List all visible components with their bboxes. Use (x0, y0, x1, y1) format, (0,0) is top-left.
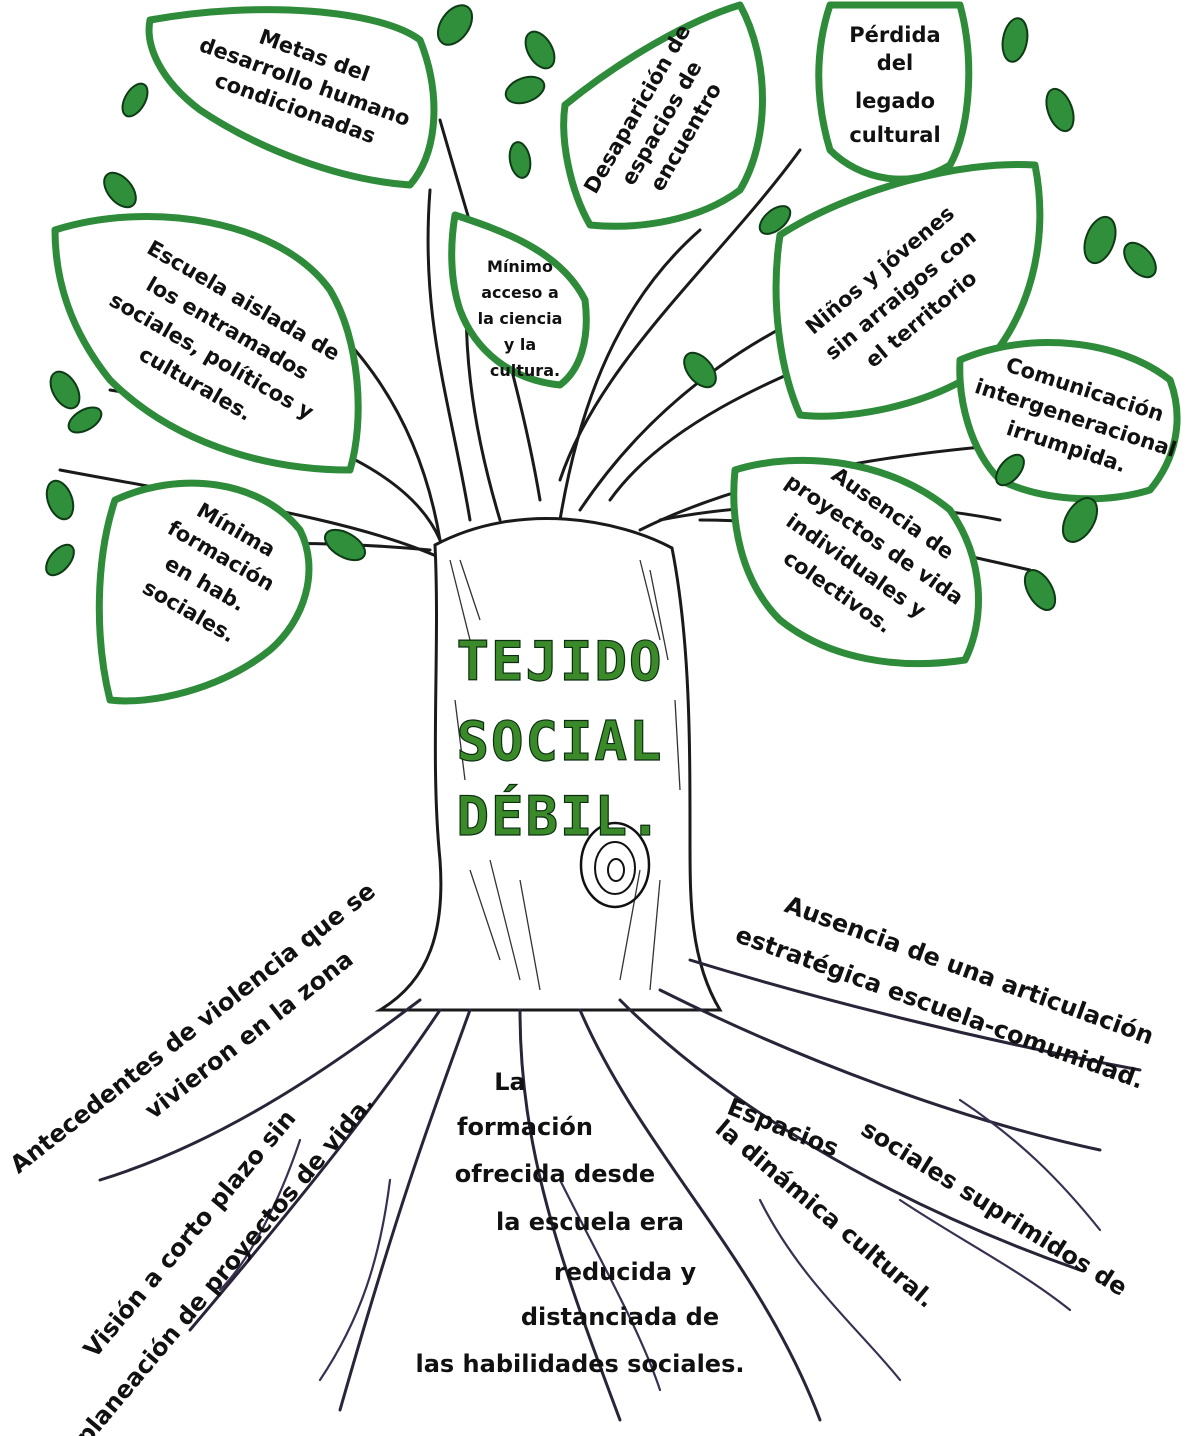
roots (98, 958, 1142, 1422)
leaf-perdida-line-4: cultural (849, 123, 940, 147)
bud-icon (508, 141, 532, 179)
bud-icon (1061, 497, 1099, 543)
root-formacion-line-6: distanciada de (521, 1303, 719, 1331)
leaf-ausencia-proyectos: Ausencia de proyectos de vida individual… (730, 456, 982, 668)
bud-icon (1123, 241, 1157, 279)
leaf-minimo: Mínimo acceso a la ciencia y la cultura. (448, 211, 590, 389)
leaf-desaparicion: Desaparición de espacios de encuentro (560, 1, 766, 230)
root-label-antecedentes: Antecedentes de violencia que se viviero… (5, 877, 381, 1179)
bud-icon (45, 543, 75, 577)
root-formacion-line-5: reducida y (554, 1258, 697, 1286)
leaf-comunicacion: Comunicación intergeneracional irrumpida… (956, 339, 1181, 503)
root-formacion-line-3: ofrecida desde (455, 1160, 655, 1188)
bud-icon (995, 453, 1025, 487)
trunk-title-line-3: DÉBIL. (456, 785, 663, 848)
bud-icon (436, 4, 474, 46)
root-label-ausencia-articulacion: Ausencia de una articulación estratégica… (732, 890, 1158, 1094)
trunk-title-line-2: SOCIAL (456, 710, 663, 773)
bud-icon (1083, 215, 1117, 265)
bud-icon (103, 171, 137, 209)
leaf-minimo-line-5: cultura. (490, 361, 560, 380)
bud-icon (1023, 569, 1057, 611)
bud-icon (524, 30, 556, 70)
leaf-perdida-line-3: legado (855, 89, 935, 113)
root-formacion-line-7: las habilidades sociales. (415, 1350, 744, 1378)
leaf-minimo-line-4: y la (504, 335, 536, 354)
root-formacion-line-2: formación (457, 1113, 593, 1141)
root-formacion-line-1: La (494, 1068, 526, 1096)
bud-icon (504, 75, 546, 105)
leaf-minimo-line-2: acceso a (481, 283, 559, 302)
leaf-perdida-line-1: Pérdida (849, 23, 940, 47)
bud-icon (1045, 87, 1075, 133)
trunk: TEJIDO SOCIAL DÉBIL. (374, 516, 723, 1012)
bud-icon (1001, 17, 1029, 63)
bud-icon (67, 406, 103, 434)
trunk-title-line-1: TEJIDO (456, 630, 663, 693)
bud-icon (324, 528, 366, 562)
bud-icon (121, 82, 149, 118)
leaf-metas: Metas del desarrollo humano condicionada… (145, 6, 438, 189)
root-label-formacion: La formación ofrecida desde la escuela e… (415, 1068, 744, 1378)
leaf-perdida: Pérdida del legado cultural (815, 1, 973, 183)
leaf-minima: Mínima formación en hab. sociales. (95, 479, 313, 705)
leaf-buds (45, 4, 1157, 611)
bud-icon (49, 370, 81, 410)
bud-icon (758, 205, 792, 235)
root-vision-line-2: planeación de proyectos de vida. (70, 1089, 379, 1436)
bud-icon (45, 479, 75, 521)
leaf-minimo-line-1: Mínimo (487, 257, 553, 276)
trunk-knot (579, 821, 651, 909)
leaf-escuela: Escuela aislada de los entramados social… (51, 213, 362, 474)
leaf-perdida-line-2: del (877, 51, 913, 75)
root-formacion-line-4: la escuela era (496, 1208, 684, 1236)
trunk-hatching (449, 559, 681, 991)
bud-icon (683, 351, 717, 389)
leaf-minimo-line-3: la ciencia (478, 309, 563, 328)
